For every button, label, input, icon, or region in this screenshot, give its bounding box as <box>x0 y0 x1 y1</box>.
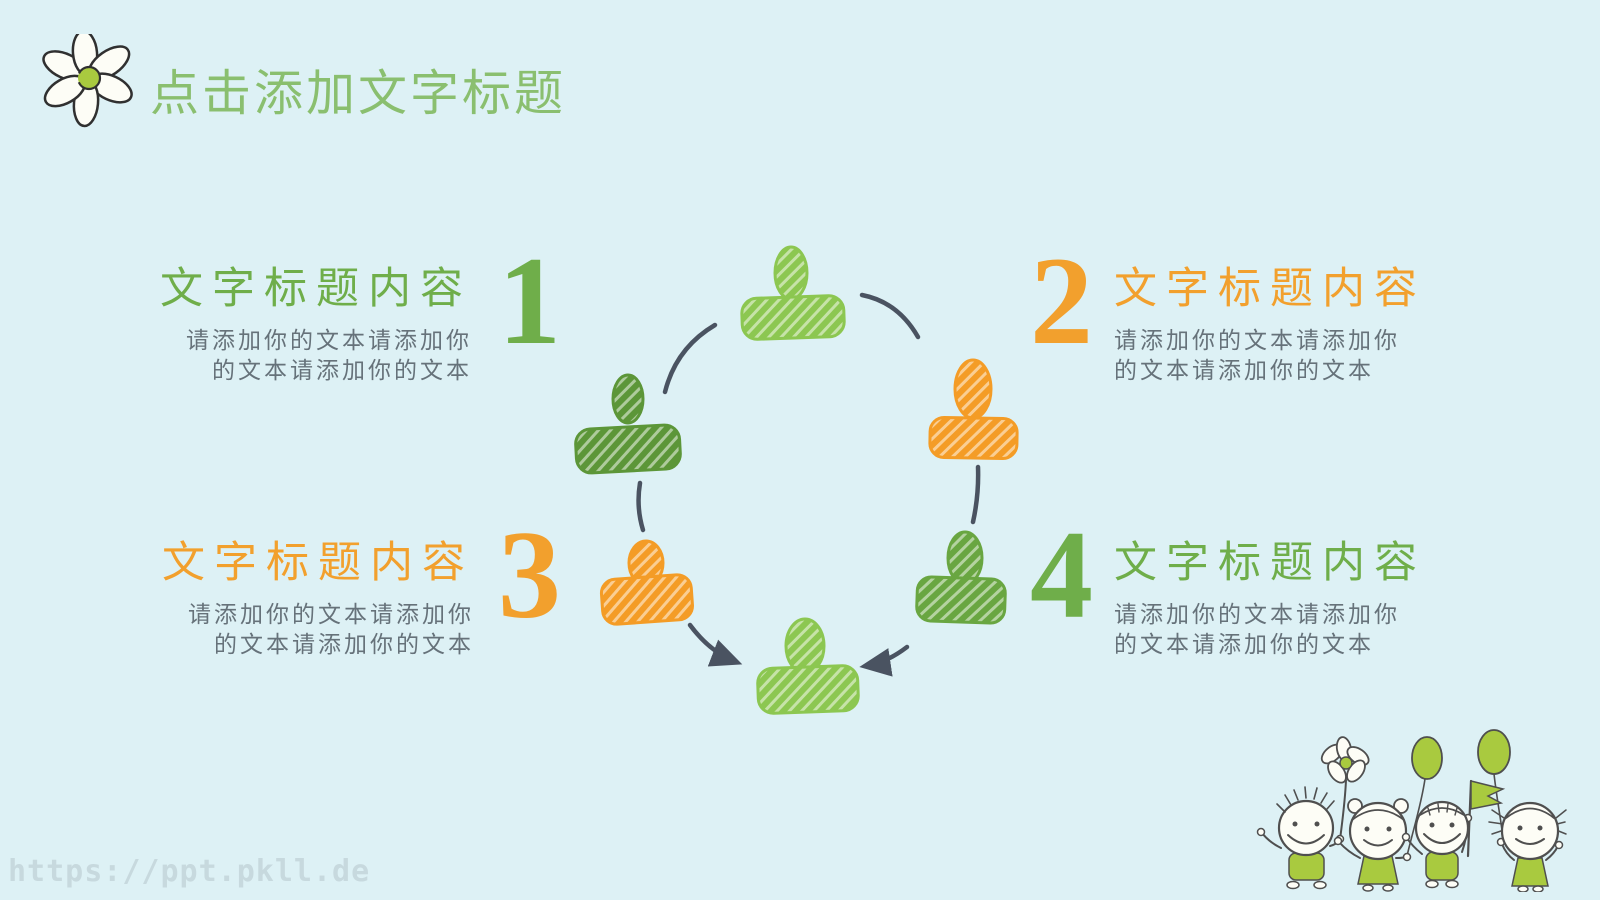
block-1-title: 文字标题内容 <box>160 266 472 313</box>
text-block-4: 文字标题内容 请添加你的文本请添加你 的文本请添加你的文本 <box>1114 536 1454 660</box>
block-3-title: 文字标题内容 <box>162 540 474 587</box>
kid-1 <box>1256 786 1345 890</box>
person-icon-lower-right <box>915 530 1007 625</box>
connector-lowerleft-bottom-arrow <box>687 622 743 667</box>
person-icon-bottom <box>756 617 860 715</box>
block-4-number: 4 <box>1030 506 1093 645</box>
block-2-body: 请添加你的文本请添加你 的文本请添加你的文本 <box>1114 328 1400 383</box>
block-3-body: 请添加你的文本请添加你 的文本请添加你的文本 <box>188 602 474 657</box>
text-block-3: 文字标题内容 请添加你的文本请添加你 的文本请添加你的文本 <box>134 536 474 660</box>
text-block-2: 文字标题内容 请添加你的文本请添加你 的文本请添加你的文本 <box>1114 262 1454 386</box>
block-4-title: 文字标题内容 <box>1114 540 1426 587</box>
flower-icon <box>42 34 133 128</box>
held-flower <box>1320 736 1370 841</box>
connector-upperright-lowerright <box>970 464 981 525</box>
flag <box>1466 779 1506 858</box>
balloon-2 <box>1477 729 1511 839</box>
block-1-number: 1 <box>498 232 561 371</box>
block-2-number: 2 <box>1030 232 1093 371</box>
connector-upperleft-top <box>662 322 718 395</box>
connector-top-upperright <box>859 292 921 340</box>
person-icon-top <box>740 245 846 341</box>
kid-3 <box>1401 800 1473 889</box>
kid-2 <box>1333 798 1412 892</box>
block-1-body: 请添加你的文本请添加你 的文本请添加你的文本 <box>186 328 472 383</box>
connectors <box>636 292 981 677</box>
block-3-number: 3 <box>498 506 561 645</box>
watermark-url: https://ppt.pkll.de <box>8 854 371 889</box>
block-4-body: 请添加你的文本请添加你 的文本请添加你的文本 <box>1114 602 1400 657</box>
person-icon-upper-left <box>574 373 682 475</box>
text-block-1: 文字标题内容 请添加你的文本请添加你 的文本请添加你的文本 <box>132 262 472 386</box>
flower-center <box>76 65 102 91</box>
balloon-1 <box>1406 736 1443 857</box>
connector-upperleft-lowerleft <box>636 480 646 533</box>
page-title: 点击添加文字标题 <box>150 66 567 121</box>
kid-4 <box>1488 801 1567 892</box>
person-icon-lower-left <box>599 539 694 626</box>
children-illustration <box>1256 729 1567 892</box>
connector-lowerright-bottom-arrow <box>859 644 910 677</box>
person-icon-upper-right <box>928 358 1019 461</box>
block-2-title: 文字标题内容 <box>1114 266 1426 313</box>
